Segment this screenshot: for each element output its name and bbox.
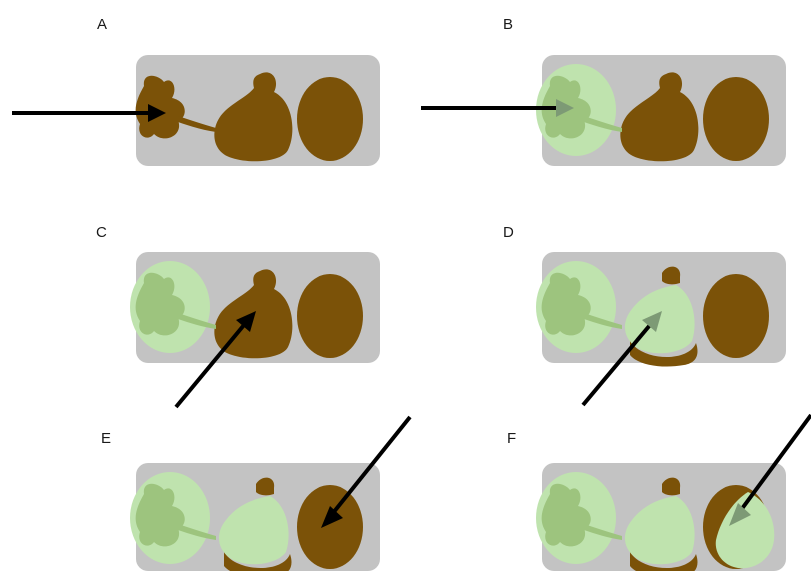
panel-label-c: C <box>96 224 107 241</box>
panel-d: D <box>503 224 786 407</box>
panel-f: F <box>507 413 811 571</box>
panel-c: C <box>96 224 380 409</box>
panel-label-f: F <box>507 430 516 447</box>
panel-label-e: E <box>101 430 111 447</box>
panel-e-arrow <box>321 415 412 528</box>
panel-b-arrow <box>421 99 574 117</box>
panel-d-arrow <box>581 311 662 407</box>
panel-c-arrow <box>174 311 256 409</box>
panel-f-infection <box>536 472 775 569</box>
panel-b-infection <box>536 64 622 156</box>
panel-label-b: B <box>503 16 513 33</box>
panel-a: A <box>12 16 380 166</box>
panel-f-arrow <box>729 413 811 526</box>
panel-a-arrow <box>12 104 166 122</box>
panel-b: B <box>421 16 786 166</box>
panel-e: E <box>101 415 412 571</box>
panel-c-infection <box>130 261 216 353</box>
panel-e-infection <box>130 472 289 565</box>
panel-label-d: D <box>503 224 514 241</box>
panel-label-a: A <box>97 16 107 33</box>
